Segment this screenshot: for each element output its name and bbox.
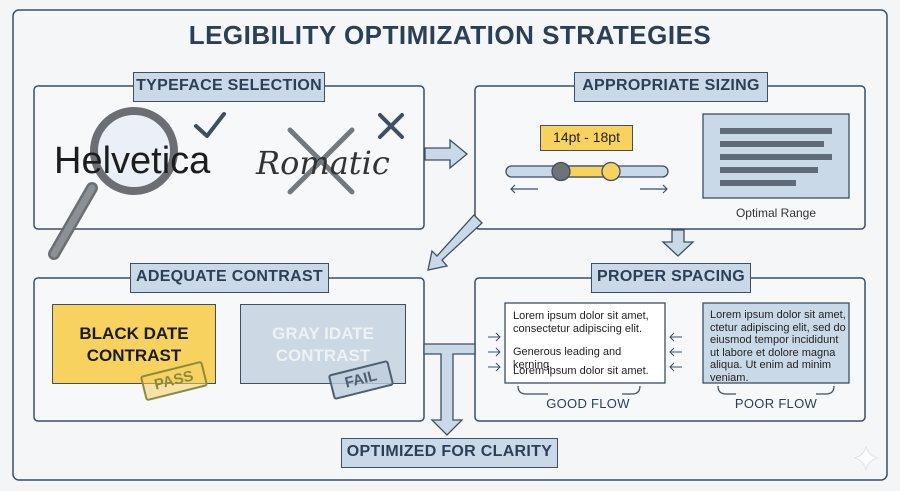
good-flow-box [504,302,666,384]
good-brace-icon [517,385,641,395]
size-slider-icon [505,161,669,194]
spacing-arrows-icon [488,332,682,372]
poor-text-block: Lorem ipsum dolor sit amet, ctetur adipi… [710,309,846,384]
spacing-label: PROPER SPACING [591,263,751,293]
merge-arrow-icon [423,343,476,436]
good-text-line-1: Lorem ipsum dolor sit amet, consectetur … [513,310,649,335]
poor-brace-icon [717,385,835,395]
poor-flow-box [702,302,850,384]
size-range-badge: 14pt - 18pt [540,125,633,151]
optimal-range-caption: Optimal Range [735,206,817,220]
cross-out-icon [287,127,355,195]
bad-font-sample: Romatic [256,144,390,182]
sizing-label: APPROPRIATE SIZING [574,72,768,102]
good-font-sample: Helvetica [54,140,211,182]
good-flow-label: GOOD FLOW [546,396,630,411]
sparkle-icon [853,445,879,471]
x-icon [378,113,404,139]
contrast-label: ADEQUATE CONTRAST [130,263,329,293]
check-icon [194,112,226,138]
arrow-diagonal-icon [427,214,483,271]
document-preview-icon [702,113,850,199]
good-text-line-2: Generous leading and kerning. [513,346,622,371]
arrow-right-icon [424,138,469,170]
result-label: OPTIMIZED FOR CLARITY [341,438,558,468]
page-title: LEGIBILITY OPTIMIZATION STRATEGIES [188,20,712,50]
typeface-label: TYPEFACE SELECTION [133,72,325,102]
magnifier-icon [48,107,178,260]
arrow-down-icon [661,229,695,257]
good-text-line-3: Lorem ipsum dolor sit amet. [513,365,649,377]
poor-flow-label: POOR FLOW [734,396,818,411]
